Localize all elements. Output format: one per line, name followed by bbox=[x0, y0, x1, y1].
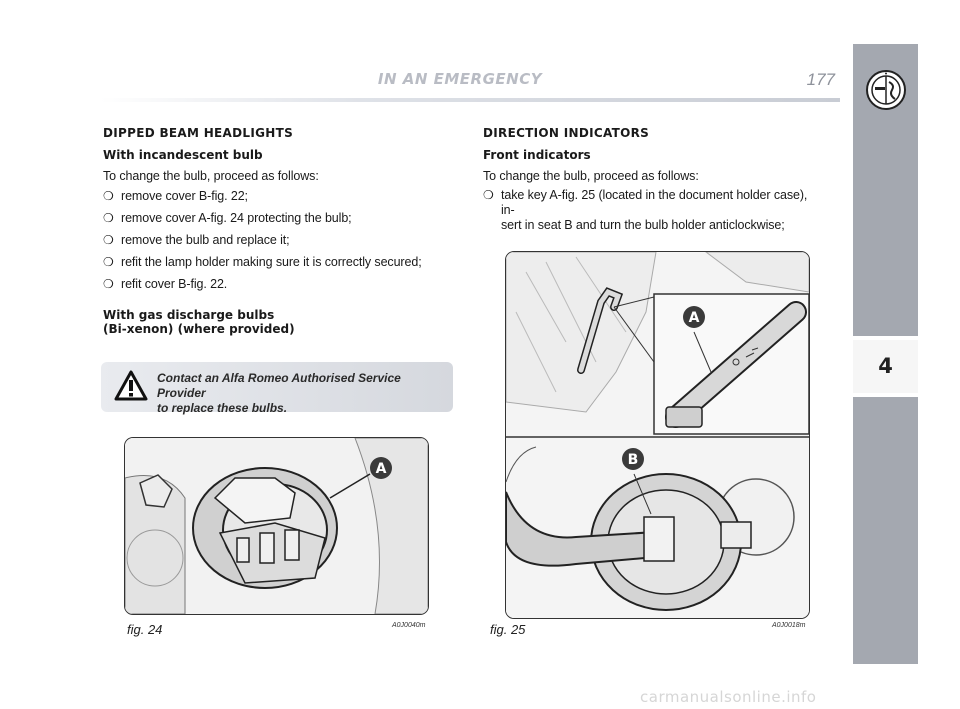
right-column: DIRECTION INDICATORS Front indicators To… bbox=[483, 126, 813, 239]
bullet-icon: ❍ bbox=[103, 277, 114, 291]
heading-direction-indicators: DIRECTION INDICATORS bbox=[483, 126, 650, 140]
figure-caption: fig. 24 bbox=[127, 622, 163, 637]
figure-code: A0J0040m bbox=[392, 622, 426, 629]
left-column: DIPPED BEAM HEADLIGHTS With incandescent… bbox=[103, 126, 465, 336]
figure-25-indicator: A B bbox=[505, 251, 810, 619]
list-item: ❍refit cover B-fig. 22. bbox=[103, 277, 228, 291]
bullet-icon: ❍ bbox=[103, 233, 114, 247]
intro-text: To change the bulb, proceed as follows: bbox=[103, 169, 319, 183]
list-item: ❍ take key A-fig. 25 (located in the doc… bbox=[483, 188, 808, 232]
list-item: ❍remove cover B-fig. 22; bbox=[103, 189, 248, 203]
header-rule bbox=[100, 98, 840, 102]
figure-code: A0J0018m bbox=[772, 622, 806, 629]
bullet-icon: ❍ bbox=[103, 255, 114, 269]
bullet-icon: ❍ bbox=[103, 211, 114, 225]
warning-triangle-icon bbox=[114, 370, 148, 401]
indicator-illustration: A B bbox=[506, 252, 809, 618]
callout-a: A bbox=[376, 461, 387, 477]
figure-24-headlight: A bbox=[124, 437, 429, 615]
warning-note: Contact an Alfa Romeo Authorised Service… bbox=[101, 362, 453, 415]
subheading-front-indicators: Front indicators bbox=[483, 148, 591, 162]
heading-dipped-beam: DIPPED BEAM HEADLIGHTS bbox=[103, 126, 294, 140]
chapter-side-tab: 4 bbox=[853, 44, 918, 664]
list-item: ❍remove the bulb and replace it; bbox=[103, 233, 290, 247]
tab-divider bbox=[853, 336, 918, 340]
list-item: ❍refit the lamp holder making sure it is… bbox=[103, 255, 422, 269]
figure-caption: fig. 25 bbox=[490, 622, 526, 637]
watermark: carmanualsonline.info bbox=[640, 688, 817, 706]
subheading-incandescent: With incandescent bulb bbox=[103, 148, 263, 162]
alfa-romeo-logo-icon bbox=[866, 70, 906, 110]
subheading-gas-discharge: With gas discharge bulbs (Bi-xenon) (whe… bbox=[103, 308, 295, 336]
page-number: 177 bbox=[806, 70, 835, 89]
warning-text: Contact an Alfa Romeo Authorised Service… bbox=[157, 371, 401, 415]
callout-b: B bbox=[628, 452, 639, 468]
chapter-number: 4 bbox=[853, 340, 918, 393]
steps-list: ❍ take key A-fig. 25 (located in the doc… bbox=[483, 188, 813, 233]
steps-list: ❍remove cover B-fig. 22; ❍remove cover A… bbox=[103, 188, 465, 292]
intro-text: To change the bulb, proceed as follows: bbox=[483, 169, 699, 183]
bullet-icon: ❍ bbox=[483, 188, 494, 202]
tab-divider bbox=[853, 393, 918, 397]
headlight-illustration: A bbox=[125, 438, 428, 614]
list-item: ❍remove cover A-fig. 24 protecting the b… bbox=[103, 211, 352, 225]
callout-a: A bbox=[689, 310, 700, 326]
section-title: IN AN EMERGENCY bbox=[377, 70, 543, 88]
bullet-icon: ❍ bbox=[103, 189, 114, 203]
